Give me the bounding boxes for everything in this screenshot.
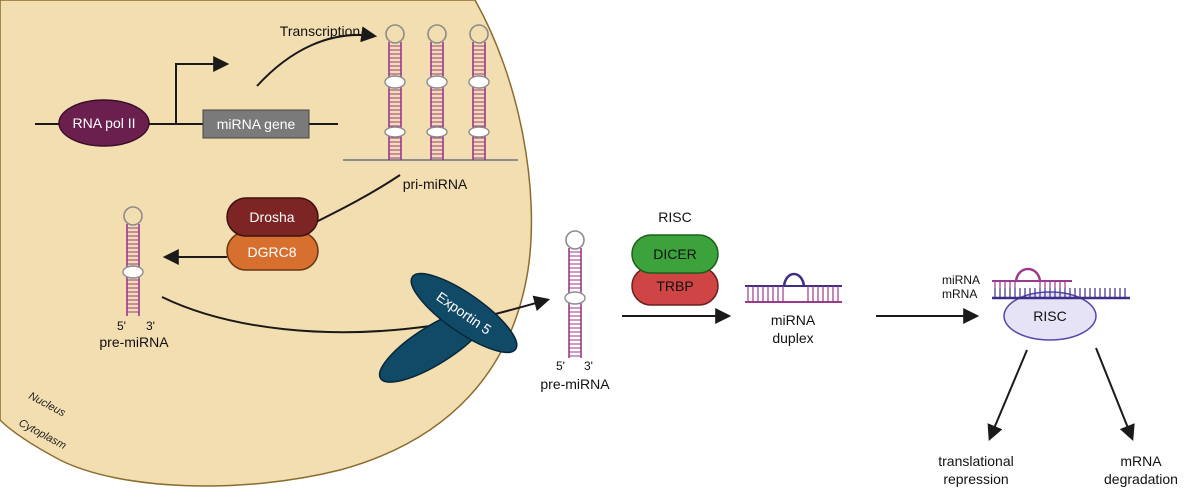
outcome-repression-line1: translational xyxy=(938,453,1014,469)
pre-mirna-nucleus-5prime: 5' xyxy=(117,319,126,333)
pre-mirna-cytoplasm xyxy=(564,230,586,358)
svg-text:RISC: RISC xyxy=(1033,308,1066,324)
duplex-label-line1: miRNA xyxy=(771,312,816,328)
pre-mirna-nucleus-3prime: 3' xyxy=(146,319,155,333)
mirna-gene-box: miRNA gene xyxy=(202,109,310,139)
svg-text:DICER: DICER xyxy=(653,246,697,262)
pri-mirna-label: pri-miRNA xyxy=(403,176,468,192)
dicer: DICER xyxy=(631,234,719,274)
pre-mirna-nucleus xyxy=(122,206,144,316)
mirna-mrna-complex xyxy=(992,267,1130,300)
rna-pol-ii: RNA pol II xyxy=(58,99,150,147)
repression-arrow xyxy=(987,349,1028,441)
trbp: TRBP xyxy=(631,266,719,306)
pre-mirna-nucleus-label: pre-miRNA xyxy=(99,334,169,350)
svg-text:miRNA gene: miRNA gene xyxy=(217,116,296,132)
mirna-duplex xyxy=(745,272,842,303)
pre-mirna-cytoplasm-5prime: 5' xyxy=(556,359,565,373)
svg-text:TRBP: TRBP xyxy=(656,278,693,294)
drosha: Drosha xyxy=(226,197,319,237)
outcome-repression-line2: repression xyxy=(943,471,1008,487)
svg-text:DGRC8: DGRC8 xyxy=(247,244,296,260)
mrna-strand-label: mRNA xyxy=(942,287,977,301)
export-path xyxy=(161,295,551,334)
outcome-degradation-line1: mRNA xyxy=(1120,453,1162,469)
svg-text:Drosha: Drosha xyxy=(249,209,294,225)
mirna-strand-label: miRNA xyxy=(942,273,980,287)
pre-mirna-cytoplasm-label: pre-miRNA xyxy=(540,376,610,392)
transcription-label: Transcription xyxy=(280,23,360,39)
promoter-arrow xyxy=(175,56,230,124)
risc-title: RISC xyxy=(658,209,691,225)
svg-text:RNA pol II: RNA pol II xyxy=(72,115,135,131)
degradation-arrow xyxy=(1095,347,1135,441)
pre-mirna-cytoplasm-3prime: 3' xyxy=(584,359,593,373)
outcome-degradation-line2: degradation xyxy=(1104,471,1178,487)
duplex-label-line2: duplex xyxy=(772,330,813,346)
pri-mirna xyxy=(343,24,518,161)
processing-line xyxy=(315,174,401,223)
transcription-arrow xyxy=(256,26,378,87)
dgrc8: DGRC8 xyxy=(226,231,319,271)
exportin-5: Exportin 5 xyxy=(378,272,518,383)
